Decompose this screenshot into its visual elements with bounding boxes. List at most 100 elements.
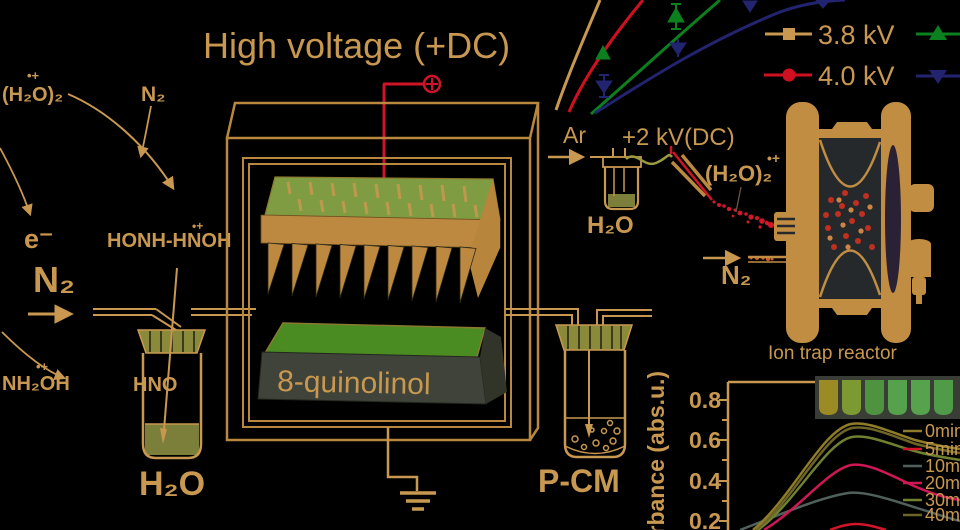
cuvette-photo-strip: [815, 376, 960, 419]
pcm-body: [563, 350, 627, 459]
kinetics-legend: 3.8 kV 4.0 kV: [764, 20, 960, 91]
pcm-cap-hatch: [567, 326, 622, 349]
ion-trap-reactor: Ion trap reactor: [748, 102, 934, 364]
label-n2-top: N₂: [141, 83, 166, 106]
electrode-cage: [242, 157, 512, 428]
trap-funnel-top: [818, 139, 882, 188]
legend-label-0min: 0min: [925, 421, 960, 441]
cuvette-3: [865, 380, 884, 415]
arrow-cycle-to-electron: [0, 147, 33, 217]
arrow-dimer-to-honh: [67, 93, 175, 191]
pcm-label: P-CM: [538, 463, 620, 499]
small-body: [603, 167, 640, 211]
vial-body: [141, 353, 203, 460]
sprayer-cone-lower: [670, 160, 707, 198]
spray-plume: [712, 200, 774, 229]
label-water-dimer: (H₂O)₂: [2, 84, 63, 106]
left-reaction-cycle: (H₂O)₂ •+ N₂ e⁻ HONH-HNOH •+ N₂ NH₂OH •+…: [0, 68, 256, 503]
sprayer-feed-tube: [625, 153, 673, 166]
needle-tip: [160, 428, 167, 444]
label-ar: Ar: [563, 122, 586, 148]
legend-label-10min: 10min: [925, 456, 960, 476]
ytick-0p4: 0.4: [689, 468, 721, 494]
sprayer-needle: [672, 151, 713, 201]
spectra-curves: [739, 422, 960, 530]
label-nh2oh: NH₂OH: [2, 373, 70, 395]
cuvette-1: [819, 380, 838, 415]
y-axis-label: Absorbance (abs.u.): [643, 371, 669, 530]
pointer-line: [735, 186, 742, 213]
cuvette-6: [934, 380, 953, 415]
small-liquid: [608, 194, 635, 207]
comb-electrode: [260, 176, 501, 304]
label-nh2oh-radical: •+: [36, 359, 49, 374]
legend-marker-square: [783, 28, 795, 40]
trap-top-bar: [818, 129, 882, 138]
high-voltage-title: High voltage (+DC): [203, 25, 510, 66]
curve-green: [590, 0, 721, 116]
pcm-bubbles: [571, 419, 621, 452]
label-honh-radical: •+: [192, 219, 203, 233]
label-n2-esi: N₂: [721, 260, 751, 290]
cuvette-5: [911, 380, 930, 415]
legend-marker-circle: [782, 68, 796, 82]
label-water-dimer-esi-radical: •+: [767, 150, 780, 166]
absorbance-chart: 0.8 0.6 0.4 0.2 Absorbance (abs.u.) 0min: [643, 371, 960, 530]
small-cap: [602, 156, 642, 168]
plate-hatch: [286, 181, 479, 218]
label-h2o-small: H₂O: [587, 212, 634, 239]
pcm-bottom-rim: [564, 445, 626, 455]
ytick-0p8: 0.8: [689, 387, 721, 413]
vial-pcm: [554, 324, 634, 459]
legend-label-20min: 20min: [925, 473, 960, 493]
tray-label: 8-quinolinol: [277, 365, 431, 401]
trap-ions: [823, 190, 875, 250]
esi-source: Ar H₂O +2 kV(DC) (H₂O)₂: [548, 122, 780, 290]
label-electron: e⁻: [24, 224, 53, 254]
label-hno: HNO: [133, 374, 177, 396]
legend-label-4p0: 4.0 kV: [818, 61, 895, 91]
sprayer-cone-upper: [680, 153, 713, 192]
cuvette-2: [842, 380, 861, 415]
spectra-legend: 0min 5min 10min 20min 30min 40min: [903, 421, 960, 525]
ground-symbol: [386, 427, 436, 511]
sprayer: [669, 146, 713, 201]
label-water-dimer-esi: (H₂O)₂: [705, 161, 772, 186]
curve-30min: [757, 435, 960, 530]
trap-label: Ion trap reactor: [768, 343, 898, 364]
tray-liquid-surface: [263, 322, 486, 358]
trap-right-fittings: [907, 184, 934, 304]
outer-enclosure: [225, 101, 540, 442]
kinetics-chart: 3.8 kV 4.0 kV: [554, 0, 960, 116]
curve-0min: [752, 422, 960, 530]
trap-top-bump: [832, 122, 872, 129]
vial-h2o-left: [93, 267, 256, 460]
curve-20min: [763, 463, 960, 530]
comb-side-panel: [468, 179, 500, 298]
trap-exit-lens: [885, 145, 901, 293]
curve-40min: [755, 426, 960, 530]
arrow-cycle-to-nh2oh: [1, 331, 67, 380]
y-ticks: [719, 399, 728, 522]
legend-label-30min: 30min: [925, 490, 960, 510]
curve-5min: [829, 522, 887, 530]
green-data-points: [595, 3, 685, 60]
tray-side: [480, 328, 507, 404]
navy-data-points: [595, 0, 831, 98]
ytick-0p2: 0.2: [689, 508, 721, 530]
vial-h2o-small: [602, 148, 642, 211]
legend-label-3p8: 3.8 kV: [818, 20, 895, 50]
label-voltage: +2 kV(DC): [622, 124, 735, 151]
sample-tray: 8-quinolinol: [257, 322, 507, 405]
hv-wire: [382, 74, 442, 182]
vial-liquid: [145, 424, 199, 455]
legend-label-5min: 5min: [925, 439, 960, 459]
legend-label-40min: 40min: [925, 505, 960, 525]
trap-bottom-bar: [818, 299, 882, 308]
trap-ring-left: [786, 102, 819, 343]
cuvette-4: [888, 380, 907, 415]
trap-left-port: [748, 212, 798, 263]
tube-inlet-bend-a: [155, 308, 182, 328]
legend-marker-triangle-down: [929, 70, 947, 84]
